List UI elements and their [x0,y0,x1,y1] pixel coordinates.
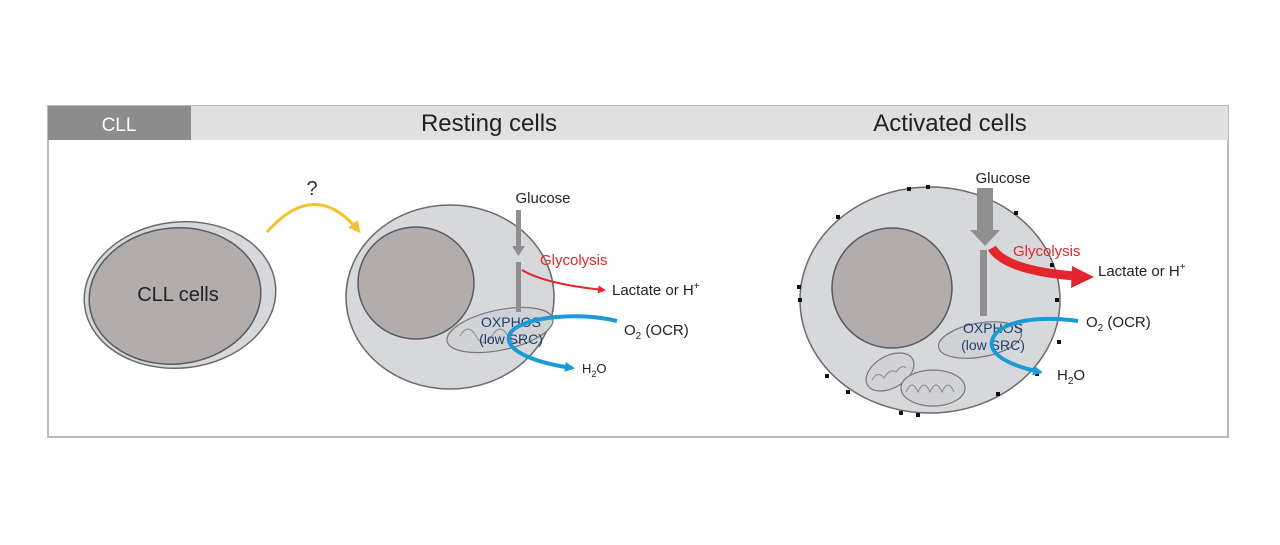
activated-glucose-bar [977,188,993,232]
resting-pyruvate-bar [516,262,521,312]
activated-h2o-label: H2O [1057,367,1085,387]
resting-oxphos-src-label: (low SRC) [479,331,543,347]
activated-cell: Glucose Glycolysis Lactate or H+ OXPHOS … [797,170,1186,417]
resting-oxphos-arrow [506,314,618,372]
activated-glycolysis-arrow [988,245,1075,281]
resting-glucose-bar [516,210,521,248]
cll-cell: CLL cells [83,220,277,370]
resting-h2o-label: H2O [582,361,607,379]
activated-glucose-arrowhead [970,230,1000,246]
cll-tag-box [48,106,191,140]
activated-cells-title: Activated cells [873,110,1026,137]
resting-glucose-label: Glucose [515,190,570,207]
activated-cell-nucleus [831,227,953,349]
activated-glycolysis-label: Glycolysis [1013,243,1081,260]
activated-mitochondrion-2-cristae [871,366,907,381]
activated-glucose-label: Glucose [975,170,1030,187]
resting-glycolysis-label: Glycolysis [540,252,608,269]
activated-glycolysis-arrowhead [1071,266,1094,288]
cll-cell-nucleus [88,227,262,365]
activated-oxphos-arrow [989,317,1079,376]
resting-cells-title: Resting cells [421,110,557,137]
resting-cell: Glucose Glycolysis Lactate or H+ OXPHOS … [345,190,700,390]
resting-cell-nucleus [357,226,475,340]
cll-tag-label: CLL [102,115,137,136]
activated-pyruvate-bar [980,250,987,316]
transition-question-mark: ? [306,178,317,200]
resting-o2-label: O2 (OCR) [624,322,689,342]
cll-cells-label: CLL cells [137,284,219,306]
activated-mitochondrion-3 [900,369,966,407]
resting-oxphos-label: OXPHOS [481,314,541,330]
resting-lactate-label: Lactate or H+ [612,281,700,299]
resting-glucose-arrowhead [512,246,525,256]
header-bar [48,106,1228,140]
transition-arrow [265,203,361,234]
activated-mitochondrion-3-cristae [905,384,955,394]
resting-mitochondrion-cristae [459,328,525,344]
activated-o2-label: O2 (OCR) [1086,314,1151,334]
activated-lactate-label: Lactate or H+ [1098,262,1186,280]
resting-glycolysis-arrow [521,269,606,294]
